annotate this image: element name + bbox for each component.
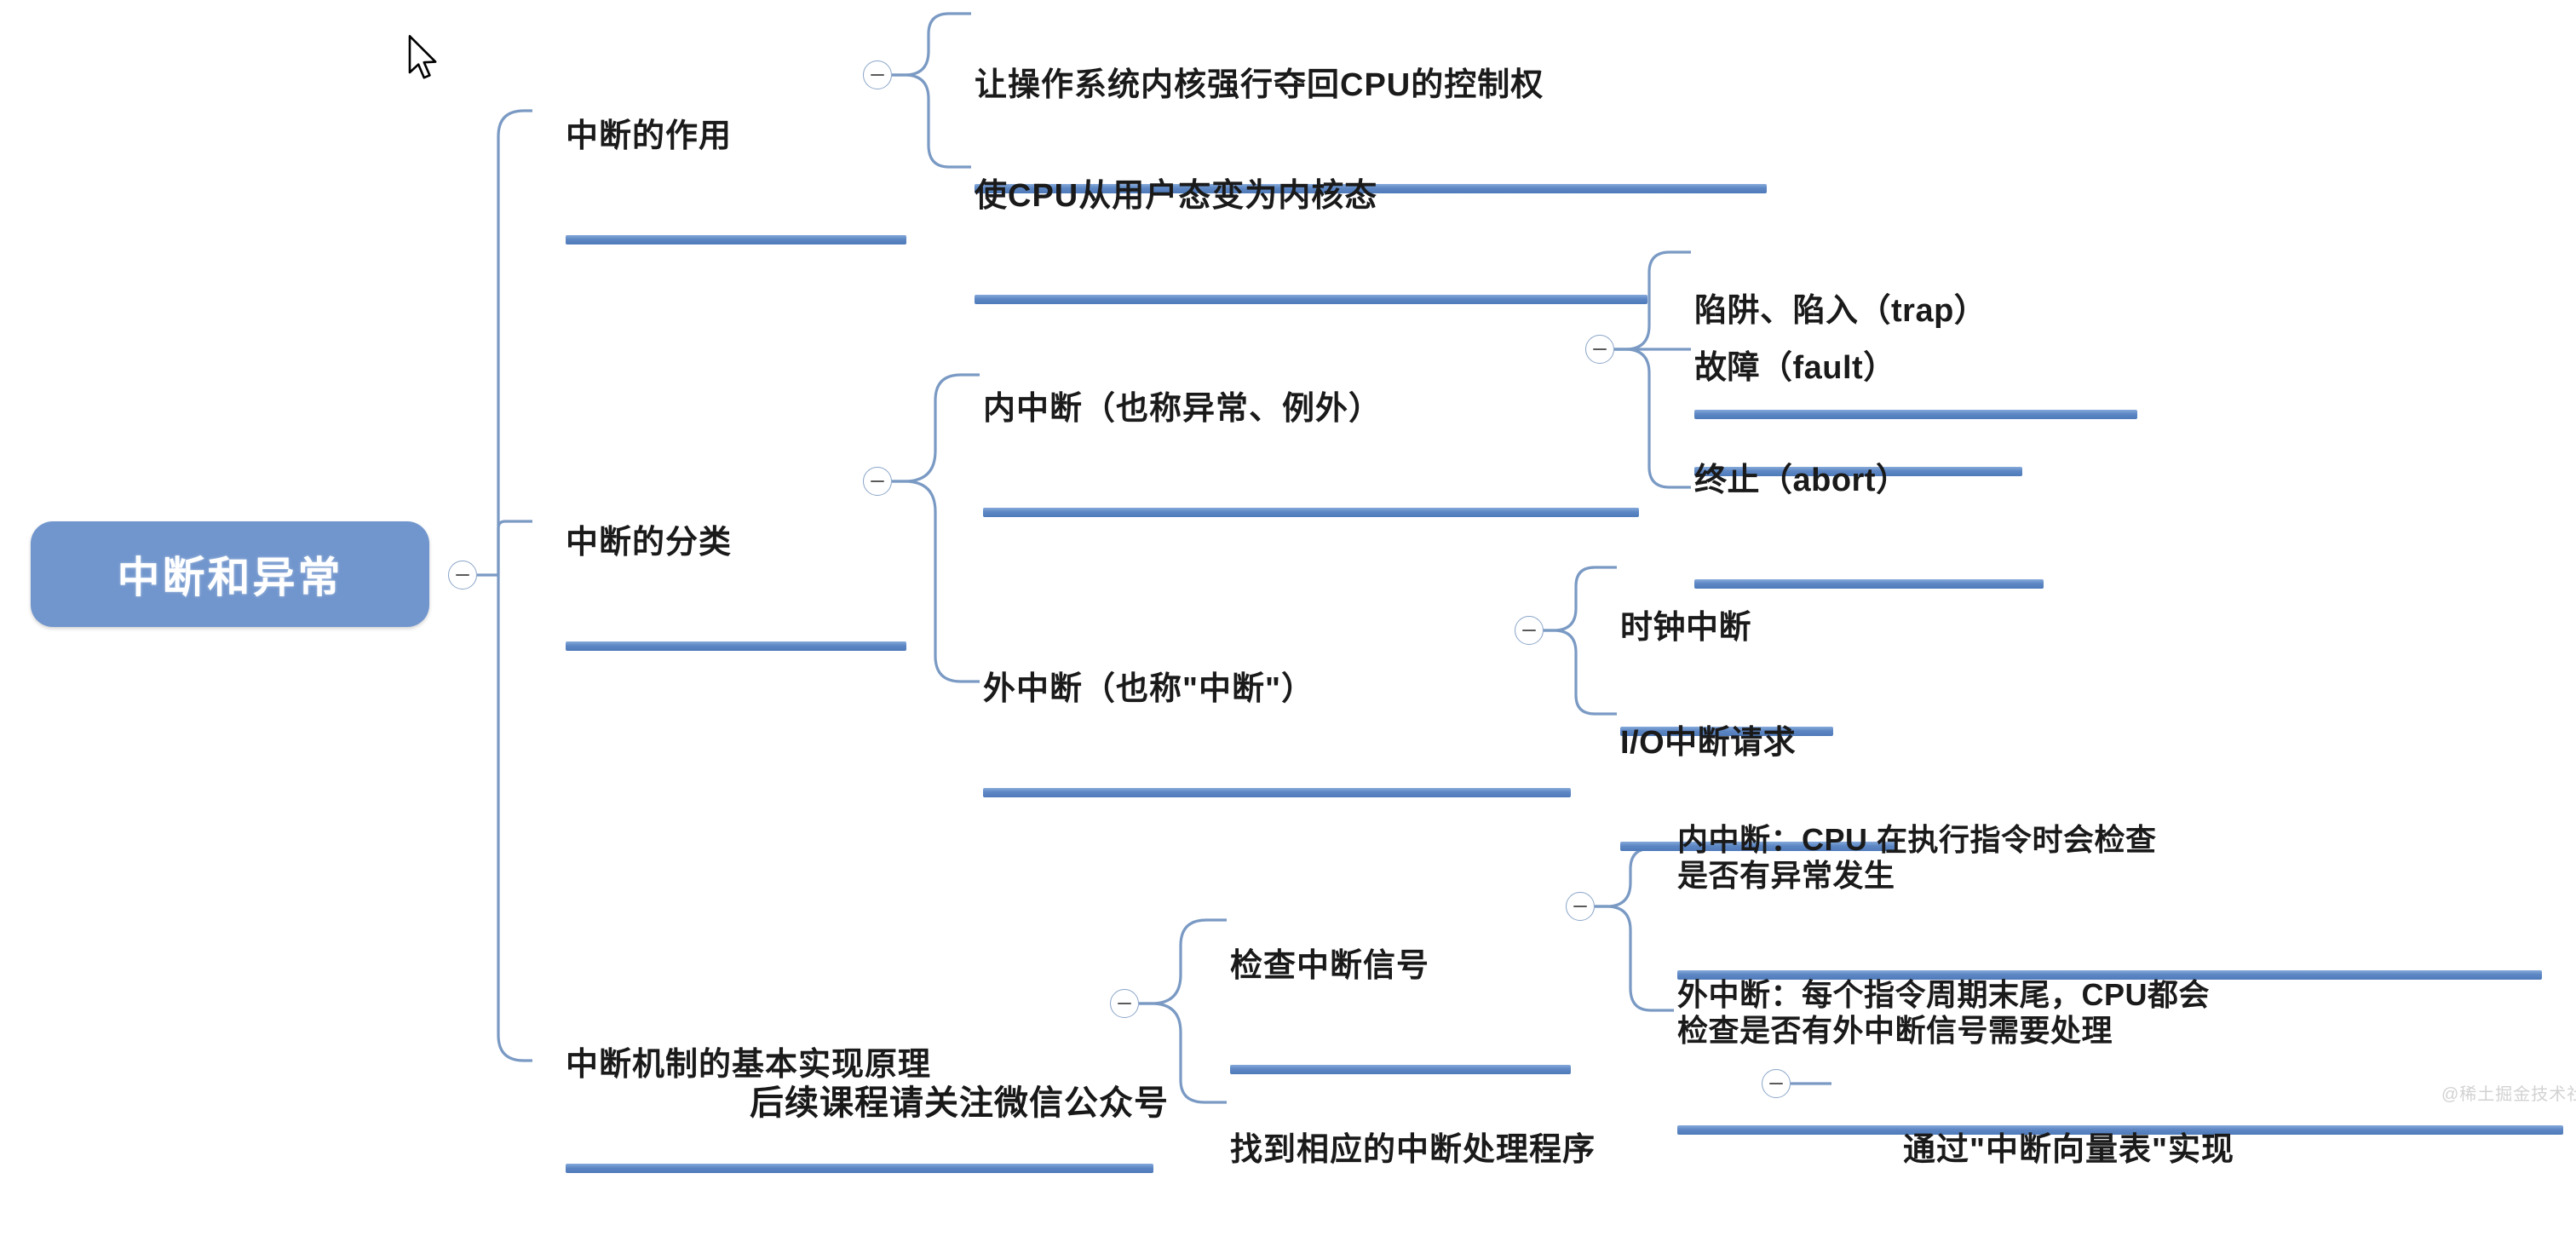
node-label: 让操作系统内核强行夺回CPU的控制权 xyxy=(975,66,1544,103)
collapse-toggle-root[interactable] xyxy=(448,561,477,589)
node-abort[interactable]: 终止（abort） xyxy=(1691,385,2047,591)
video-subtitle-overlay: 后续课程请关注微信公众号 xyxy=(750,1075,1169,1124)
collapse-toggle-interrupt-mechanism[interactable] xyxy=(1110,989,1139,1018)
node-label: 使CPU从用户态变为内核态 xyxy=(975,177,1378,214)
node-label: 通过"中断向量表"实现 xyxy=(1903,1131,2235,1168)
node-internal-check-detail[interactable]: 内中断：CPU 在执行指令时会检查 是否有异常发生 xyxy=(1674,750,2545,982)
node-label: 终止（abort） xyxy=(1694,462,1909,498)
node-label: 检查中断信号 xyxy=(1230,947,1430,984)
node-interrupt-mechanism[interactable]: 中断机制的基本实现原理 xyxy=(562,969,1157,1176)
node-check-interrupt-signal[interactable]: 检查中断信号 xyxy=(1227,871,1574,1077)
node-label: 找到相应的中断处理程序 xyxy=(1230,1131,1596,1168)
collapse-toggle-internal-interrupt[interactable] xyxy=(1585,335,1614,364)
collapse-toggle-find-handler[interactable] xyxy=(1762,1069,1791,1098)
node-interrupt-classification[interactable]: 中断的分类 xyxy=(562,447,910,653)
node-clock-interrupt[interactable]: 时钟中断 xyxy=(1617,532,1837,739)
node-label: 内中断（也称异常、例外） xyxy=(983,390,1383,427)
mouse-pointer-icon xyxy=(408,35,437,79)
root-label: 中断和异常 xyxy=(117,554,343,601)
node-label: 中断的作用 xyxy=(566,118,733,154)
node-find-handler[interactable]: 找到相应的中断处理程序 xyxy=(1227,1055,1762,1248)
node-label: 故障（fault） xyxy=(1694,349,1896,386)
mindmap-canvas: 中断和异常 中断的作用 让操作系统内核强行夺回CPU的控制权 使CPU从用户态变… xyxy=(0,0,2576,1115)
node-label: 时钟中断 xyxy=(1620,609,1752,646)
collapse-toggle-external-interrupt[interactable] xyxy=(1515,616,1544,645)
collapse-toggle-check-interrupt-signal[interactable] xyxy=(1566,892,1595,921)
node-interrupt-role[interactable]: 中断的作用 xyxy=(562,41,910,247)
site-watermark: @稀土掘金技术社区 xyxy=(2441,1080,2576,1105)
node-label: 外中断：每个指令周期末尾，CPU都会 检查是否有外中断信号需要处理 xyxy=(1677,976,2211,1049)
node-role-user-to-kernel[interactable]: 使CPU从用户态变为内核态 xyxy=(971,101,1651,307)
watermark-text: @稀土掘金技术社区 xyxy=(2441,1085,2576,1104)
node-label: 外中断（也称"中断"） xyxy=(983,670,1315,707)
root-node[interactable]: 中断和异常 xyxy=(31,521,429,627)
collapse-toggle-interrupt-role[interactable] xyxy=(863,60,892,89)
node-label: 中断机制的基本实现原理 xyxy=(566,1046,932,1083)
node-external-interrupt[interactable]: 外中断（也称"中断"） xyxy=(980,594,1574,800)
collapse-toggle-interrupt-classification[interactable] xyxy=(863,467,892,496)
node-label: 中断的分类 xyxy=(566,524,733,561)
node-internal-interrupt[interactable]: 内中断（也称异常、例外） xyxy=(980,313,1642,520)
node-interrupt-vector-table[interactable]: 通过"中断向量表"实现 xyxy=(1900,1055,2418,1248)
node-external-check-detail[interactable]: 外中断：每个指令周期末尾，CPU都会 检查是否有外中断信号需要处理 xyxy=(1674,905,2567,1137)
node-fault[interactable]: 故障（fault） xyxy=(1691,273,2026,479)
subtitle-text: 后续课程请关注微信公众号 xyxy=(750,1084,1169,1122)
node-label: 内中断：CPU 在执行指令时会检查 是否有异常发生 xyxy=(1677,821,2157,894)
node-role-regain-cpu[interactable]: 让操作系统内核强行夺回CPU的控制权 xyxy=(971,0,1770,196)
